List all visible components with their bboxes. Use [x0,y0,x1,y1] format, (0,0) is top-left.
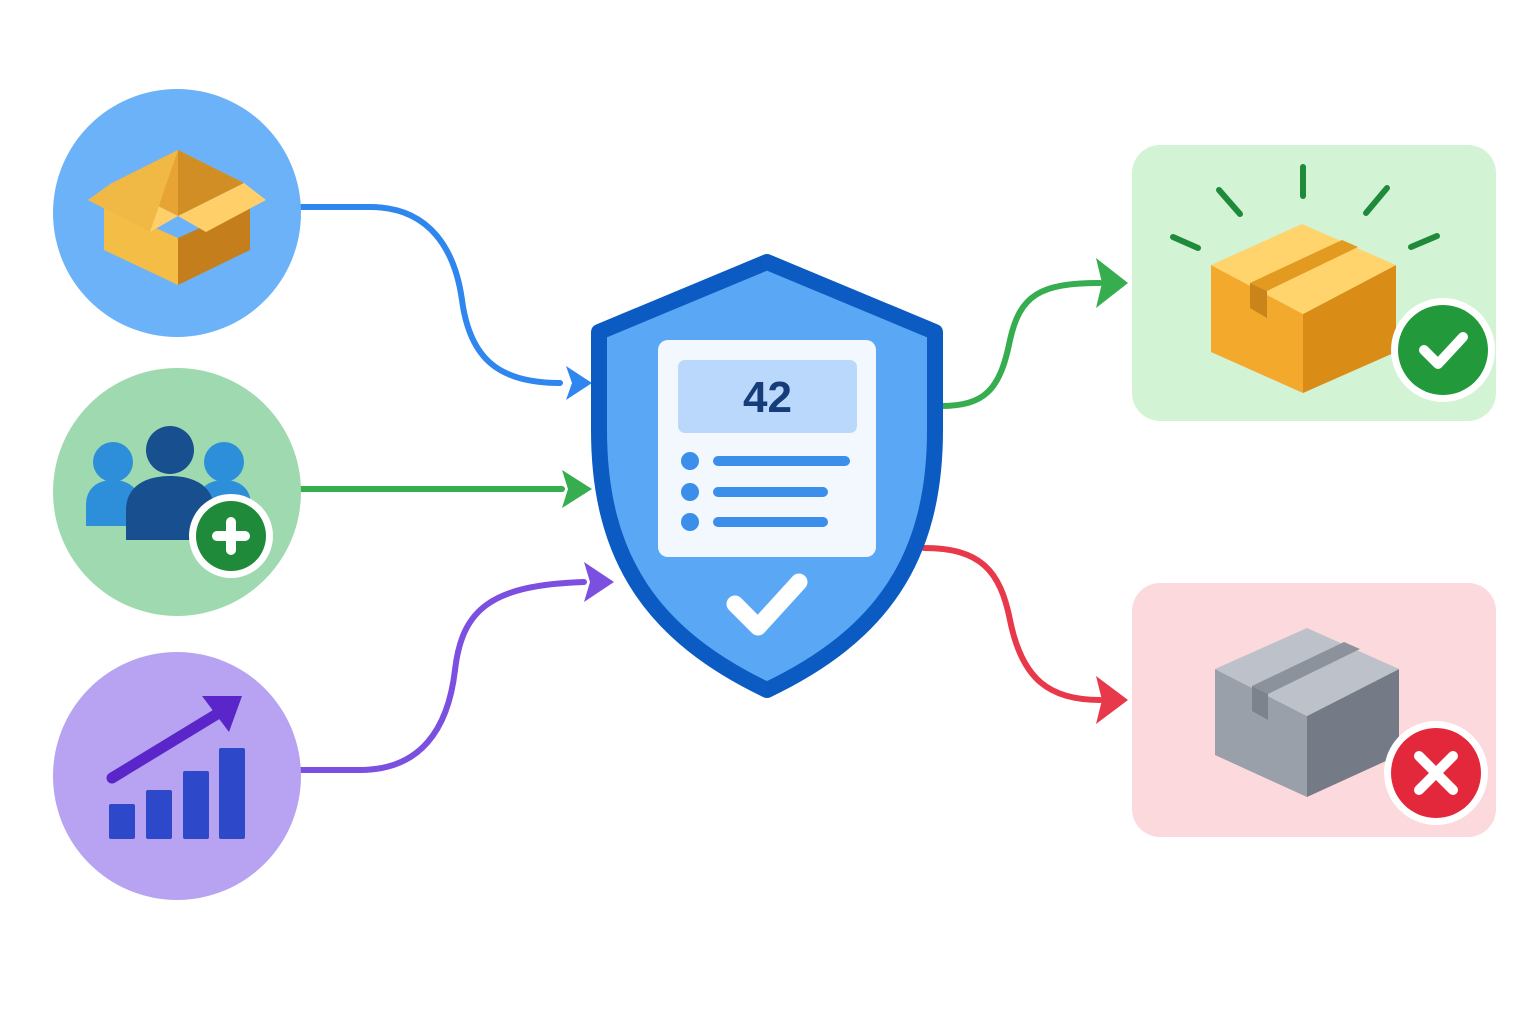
checklist-line-3 [713,517,828,527]
source-growth-circle [53,652,301,900]
growth-chart-icon [106,696,245,839]
checklist-bullet-1 [681,452,699,470]
flow-arrow-rejected [921,545,1103,703]
approved-output-node [1132,145,1496,421]
count-badge [678,360,857,433]
connectors [297,204,1128,773]
checkmark-icon [726,573,808,636]
count-badge-value: 42 [743,373,792,422]
arrowhead-growth [584,562,614,602]
checklist-bullet-3 [681,513,699,531]
check-circle-icon [1391,298,1495,402]
add-user-group-icon [86,426,251,540]
checklist-line-1 [713,456,850,466]
open-box-icon [88,150,266,285]
plus-badge-icon [189,494,273,578]
gray-box-icon [1215,628,1399,797]
rejected-output-node [1132,583,1496,837]
arrowhead-rejected [1096,676,1128,724]
flow-arrow-growth [297,579,587,773]
source-growth-node [53,652,301,900]
checklist-bullet-2 [681,483,699,501]
source-box-node [53,89,301,337]
checklist-card: 42 [658,340,876,557]
validation-hub: 42 [591,254,943,698]
arrowhead-box [566,366,592,400]
flow-arrow-approved [937,280,1103,409]
arrowhead-approved [1096,258,1128,308]
sparkle-rays-icon [1170,164,1440,251]
flow-arrow-box [297,204,563,386]
arrowhead-users [562,470,592,508]
source-users-node [53,368,301,616]
sealed-box-icon [1211,224,1396,393]
x-circle-icon [1384,721,1488,825]
checklist-line-2 [713,487,828,497]
